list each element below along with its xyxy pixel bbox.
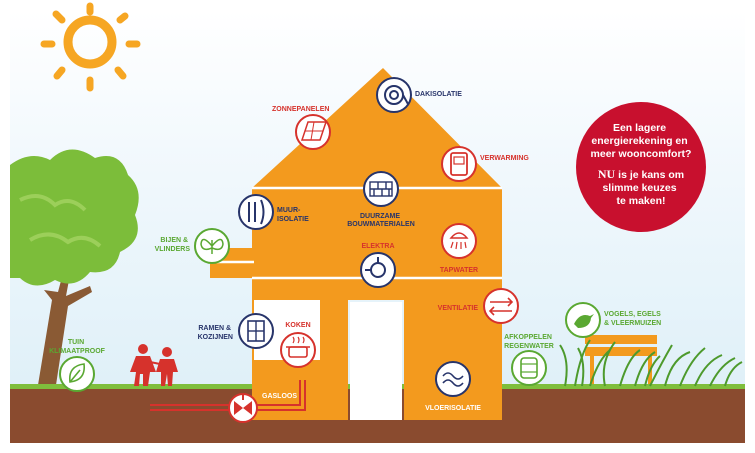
label-zonnepanelen: ZONNEPANELEN <box>272 106 329 113</box>
window-icon <box>238 313 274 349</box>
label-duurzame: DUURZAME BOUWMATERIALEN <box>347 213 415 228</box>
bubble-line-4: NU is je kans om <box>598 167 684 181</box>
label-dakisolatie: DAKISOLATIE <box>415 91 462 98</box>
label-vloerisolatie: VLOERISOLATIE <box>425 405 481 412</box>
cooking-pot-icon <box>280 332 316 368</box>
svg-text:Een lagere energierekeni: Een lagere energierekening en meer woonc… <box>591 122 692 160</box>
label-gasloos: GASLOOS <box>262 393 297 400</box>
bubble-now: NU <box>598 167 616 181</box>
bubble-line-6: te maken! <box>616 195 665 207</box>
power-plug-icon <box>360 252 396 288</box>
floor-insulation-icon <box>435 361 471 397</box>
label-koken: KOKEN <box>285 322 310 329</box>
children-illustration <box>130 344 178 386</box>
svg-text:slimme keuzes te maken!: slimme keuzes te maken! <box>602 182 679 207</box>
insulation-roll-icon <box>376 77 412 113</box>
label-bijen: BIJEN & VLINDERS <box>155 237 191 253</box>
label-afkoppelen: AFKOPPELEN REGENWATER <box>504 334 554 350</box>
bubble-line-5: slimme keuzes <box>602 182 676 194</box>
label-tuin: TUIN KLIMAATPROOF <box>49 339 106 355</box>
ventilation-arrows-icon <box>483 288 519 324</box>
promo-bubble: Een lagere energierekening en meer woonc… <box>576 102 706 232</box>
leaf-drop-icon <box>59 356 95 392</box>
gas-pipes <box>150 380 306 411</box>
wall-insulation-icon <box>238 194 274 230</box>
bubble-line-1: Een lagere <box>613 122 666 134</box>
label-ventilatie: VENTILATIE <box>438 305 479 312</box>
bubble-line-4-rest: is je kans om <box>615 169 684 181</box>
rain-barrel-icon <box>511 350 547 386</box>
label-muurisolatie: MUUR- ISOLATIE <box>277 207 309 223</box>
bubble-line-2: energierekening en <box>591 135 687 147</box>
butterfly-icon <box>194 228 230 264</box>
label-ramen: RAMEN & KOZIJNEN <box>198 325 233 341</box>
shower-icon <box>441 223 477 259</box>
house-door <box>350 302 402 420</box>
tall-grass <box>559 339 743 387</box>
label-verwarming: VERWARMING <box>480 155 529 162</box>
bricks-icon <box>363 171 399 207</box>
bird-icon <box>565 302 601 338</box>
label-tapwater: TAPWATER <box>440 267 478 274</box>
label-vogels: VOGELS, EGELS & VLEERMUIZEN <box>604 311 663 327</box>
bubble-line-3: meer wooncomfort? <box>591 148 692 160</box>
thermostat-icon <box>441 146 477 182</box>
tree-illustration <box>10 149 139 385</box>
label-elektra: ELEKTRA <box>361 243 394 250</box>
gas-valve-icon <box>228 393 258 423</box>
sun-icon <box>40 2 141 92</box>
solar-panel-icon <box>295 114 331 150</box>
